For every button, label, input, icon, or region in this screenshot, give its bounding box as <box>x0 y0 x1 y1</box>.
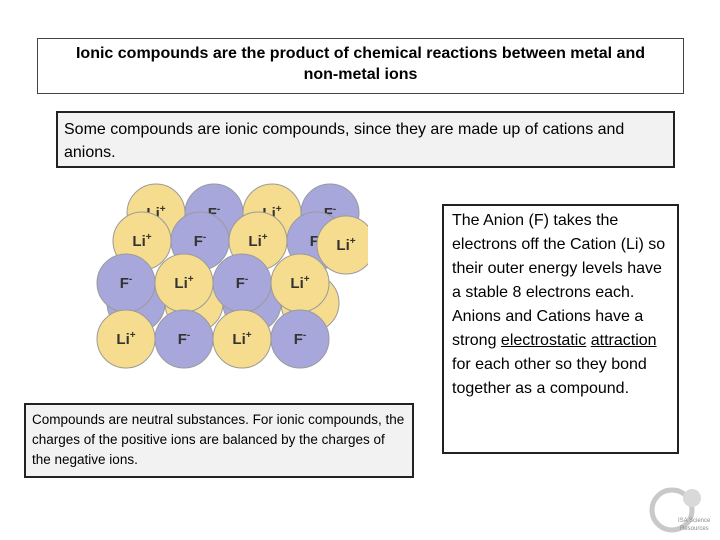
neutral-note-box: Compounds are neutral substances. For io… <box>24 403 414 478</box>
front-ion: Li+ <box>96 309 156 369</box>
front-ion: Li+ <box>212 309 272 369</box>
logo: ISA Science Resources <box>649 487 711 533</box>
explanation-prefix: Anions and Cations have a strong <box>452 308 644 349</box>
front-ion: F- <box>212 253 272 313</box>
neutral-note-text: Compounds are neutral substances. For io… <box>32 412 405 467</box>
title-box: Ionic compounds are the product of chemi… <box>37 38 684 94</box>
explanation-part-2: Anions and Cations have a strong electro… <box>452 305 669 401</box>
logo-text-line-1: ISA Science <box>678 518 711 524</box>
intro-box: Some compounds are ionic compounds, sinc… <box>56 111 675 168</box>
title-line-1: Ionic compounds are the product of chemi… <box>75 45 645 62</box>
front-ion: Li+ <box>270 253 330 313</box>
explanation-suffix: for each other so they bond together as … <box>452 356 647 397</box>
ionic-lattice-diagram: Li+F-Li+F-Li+F-Li+F-Li+F-Li+F-Li+F-Li+F-… <box>96 183 368 369</box>
logo-dot-icon <box>683 489 701 507</box>
logo-ring-icon <box>649 487 695 533</box>
cation-sphere <box>316 215 368 275</box>
front-ion: F- <box>270 309 330 369</box>
front-ion: F- <box>96 253 156 313</box>
intro-text: Some compounds are ionic compounds, sinc… <box>64 121 625 161</box>
title-line-2: non-metal ions <box>303 66 418 83</box>
logo-text-line-2: Resources <box>680 526 709 532</box>
term-attraction: attraction <box>590 332 657 349</box>
front-ion: F- <box>154 309 214 369</box>
term-electrostatic: electrostatic <box>500 332 587 349</box>
front-ion: Li+ <box>154 253 214 313</box>
anion-sphere <box>270 309 330 369</box>
back-ion: Li+ <box>316 215 368 275</box>
explanation-box: The Anion (F) takes the electrons off th… <box>442 204 679 454</box>
explanation-part-1: The Anion (F) takes the electrons off th… <box>452 212 666 301</box>
